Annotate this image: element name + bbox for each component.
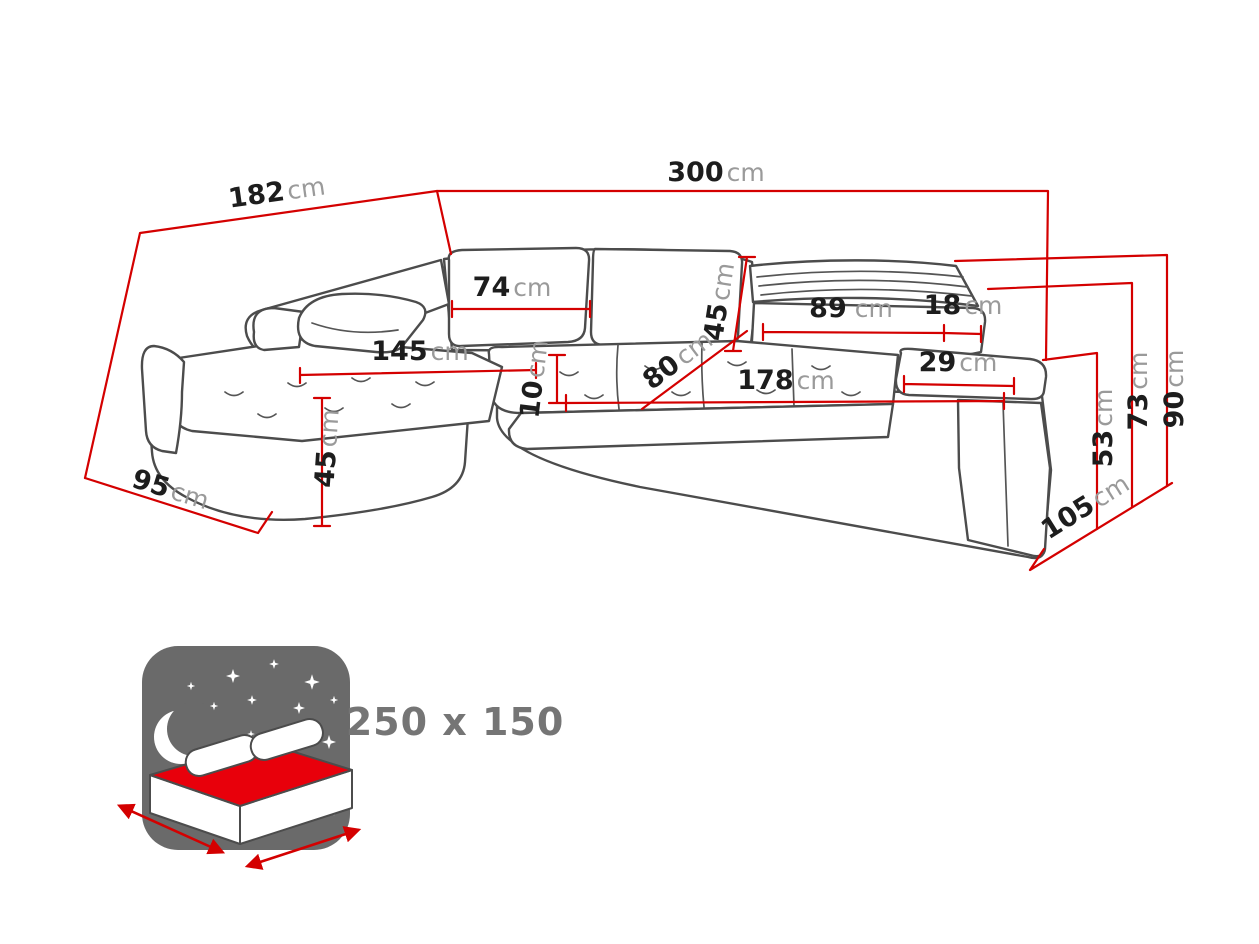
sofa-headrest-panel: [748, 259, 980, 308]
sofa-armrest-left: [140, 344, 186, 455]
sofa-back-cushion-left: [447, 246, 591, 348]
dim-label-armrest-height: 53cm: [1088, 389, 1119, 468]
decor-pillow: [296, 292, 427, 354]
sofa-drawing: [140, 246, 1053, 560]
seat-tufting: [559, 361, 861, 400]
dim-label-seat-cushion-height: 10cm: [514, 338, 554, 420]
dim-label-chaise-height: 45cm: [309, 408, 345, 489]
small-back-cushion: [252, 306, 306, 352]
dimension-seat-cushion-height: 10cm: [514, 338, 567, 420]
dim-label-back-cushion-height: 45cm: [698, 260, 741, 343]
dimension-total-height: 90cm: [953, 253, 1190, 488]
bed-pillow-right: [249, 718, 324, 762]
sleeping-function-icon: [116, 646, 362, 870]
unfold-arrow-front: [244, 826, 362, 870]
dimension-backrest-height: 73cm: [986, 281, 1154, 509]
fold-out-bed-icon: [116, 718, 362, 870]
headrest-slat-lines: [756, 270, 973, 297]
dimension-depth-right: 105cm: [1028, 469, 1174, 572]
sofa-seat-front: [507, 402, 895, 451]
dim-label-backrest-height: 73cm: [1123, 352, 1154, 431]
dimension-back-cushion-height: 45cm: [698, 255, 757, 353]
dimension-chaise-height: 45cm: [309, 396, 345, 528]
dimension-depth-left: 182cm: [83, 171, 439, 480]
sleeping-area-size-label: 250 x 150: [346, 700, 565, 744]
chaise-tufting: [224, 377, 435, 419]
decor-pillow-fold: [311, 322, 399, 334]
dim-label-total-height: 90cm: [1159, 350, 1190, 429]
armrest-right-edge-line: [1002, 401, 1009, 547]
dimension-armrest-height: 53cm: [1041, 351, 1119, 531]
unfold-arrow-left: [116, 803, 226, 855]
